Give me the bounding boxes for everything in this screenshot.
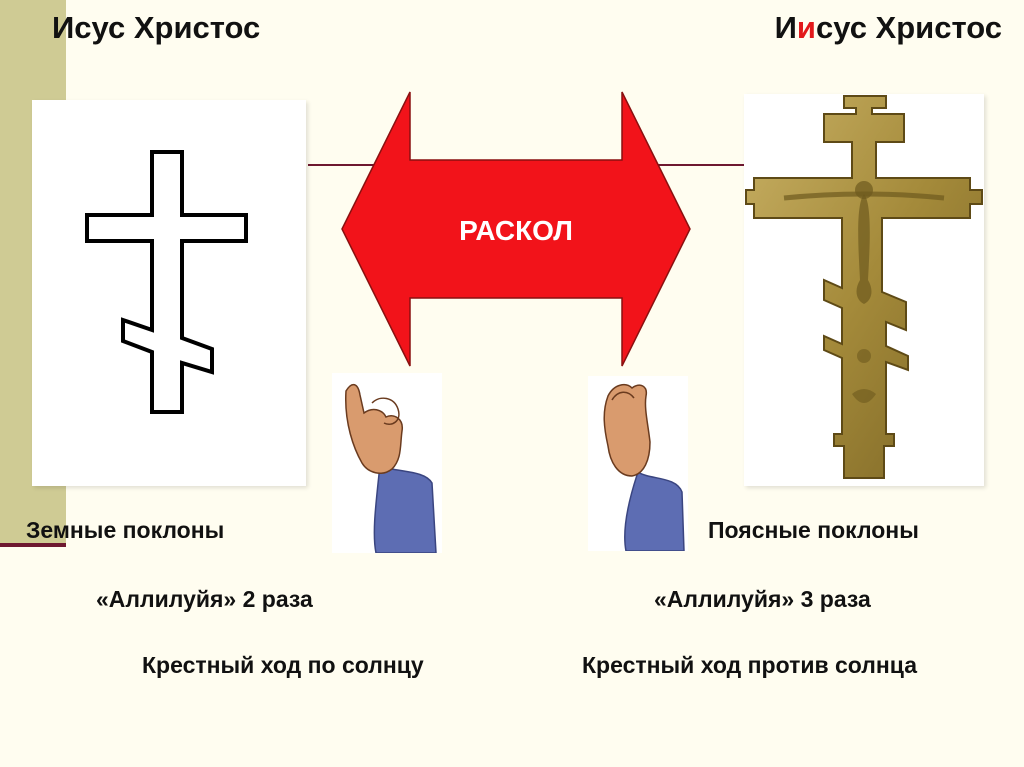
brass-crucifix-icon bbox=[745, 95, 983, 479]
right-title: Иисус Христос bbox=[774, 10, 1002, 45]
right-item-procession: Крестный ход против солнца bbox=[582, 652, 917, 678]
three-finger-hand-picture bbox=[588, 376, 688, 551]
two-finger-hand-picture bbox=[332, 373, 442, 553]
three-finger-sign-icon bbox=[603, 383, 685, 551]
left-item-alleluia: «Аллилуйя» 2 раза bbox=[96, 586, 313, 612]
connector-rule-left bbox=[308, 164, 380, 166]
nikonian-crucifix-card bbox=[744, 94, 984, 486]
left-item-prostration: Земные поклоны bbox=[26, 517, 225, 543]
double-arrow-icon: РАСКОЛ bbox=[341, 91, 691, 367]
arrow-label: РАСКОЛ bbox=[459, 215, 573, 246]
connector-rule-right bbox=[652, 164, 748, 166]
decorative-stripe-rule bbox=[0, 543, 66, 547]
eight-pointed-cross-icon bbox=[85, 150, 248, 414]
two-finger-sign-icon bbox=[345, 383, 437, 553]
right-item-alleluia: «Аллилуйя» 3 раза bbox=[654, 586, 871, 612]
old-believer-cross-card bbox=[32, 100, 306, 486]
left-item-procession: Крестный ход по солнцу bbox=[142, 652, 424, 678]
right-item-bow: Поясные поклоны bbox=[708, 517, 919, 543]
left-title: Исус Христос bbox=[52, 10, 261, 45]
